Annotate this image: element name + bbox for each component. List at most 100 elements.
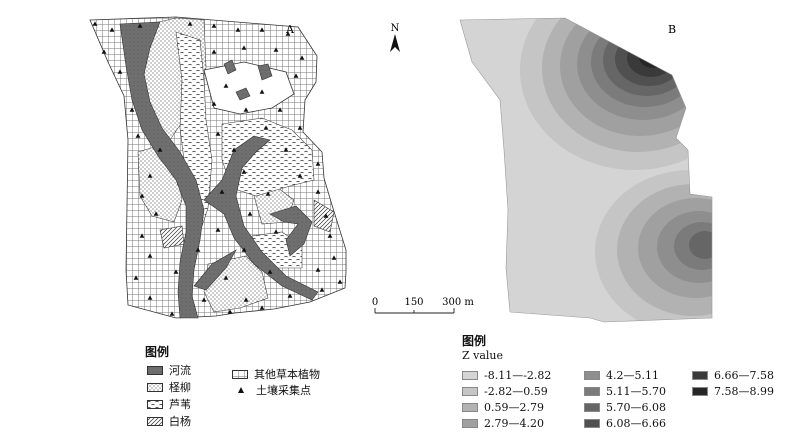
river-branch-east: [203, 135, 319, 301]
legend-b-swatch: [692, 371, 708, 380]
soil-sample-point: [287, 293, 293, 298]
scale-tick-150: 150: [404, 297, 423, 308]
legend-b-label: 6.66—7.58: [714, 369, 774, 382]
soil-sample-point: [231, 147, 237, 152]
legend-b-swatch: [462, 403, 478, 412]
soil-sample-point: [133, 275, 139, 280]
study-area-boundary-b: [459, 17, 713, 323]
legend-b-label: -2.82—0.59: [484, 385, 548, 398]
legend-a-item-sample-point: 土壤采集点: [232, 382, 311, 398]
legend-b-swatch: [584, 403, 600, 412]
legend-b-title: 图例: [462, 334, 487, 348]
legend-b-label: 0.59—2.79: [484, 401, 544, 414]
reed-swatch: [147, 399, 163, 409]
contour-hotspot-southeast: [595, 170, 712, 322]
soil-sample-point: [109, 27, 115, 32]
legend-b-class-5: 5.11—5.70: [584, 385, 666, 398]
soil-sample-point: [331, 255, 337, 260]
legend-b-class-2: 0.59—2.79: [462, 401, 544, 414]
soil-sample-point: [315, 161, 321, 166]
scale-tick-0: 0: [372, 297, 378, 308]
soil-sample-point: [263, 125, 269, 130]
soil-sample-point: [277, 107, 283, 112]
soil-sample-point: [187, 21, 193, 26]
soil-sample-point: [315, 267, 321, 272]
legend-a-item-tamarisk: 柽柳: [147, 379, 191, 395]
soil-sample-point: [235, 27, 241, 32]
soil-sample-point: [267, 269, 273, 274]
soil-sample-point: [259, 89, 265, 94]
river-swatch: [147, 365, 163, 375]
legend-b-label: 5.70—6.08: [606, 401, 666, 414]
soil-sample-point: [227, 309, 233, 314]
soil-sample-point: [195, 247, 201, 252]
soil-sample-point: [211, 101, 217, 106]
soil-sample-point: [139, 233, 145, 238]
soil-sample-point: [92, 21, 98, 26]
panel-label-a: A: [285, 23, 295, 36]
soil-sample-point: [211, 23, 217, 28]
legend-a-label-river: 河流: [169, 364, 191, 377]
legend-a-label-sample-point: 土壤采集点: [256, 384, 311, 397]
scale-tick-300: 300 m: [442, 297, 474, 308]
legend-b-subtitle: Z value: [462, 349, 504, 362]
legend-a-title: 图例: [145, 345, 170, 359]
soil-sample-point: [219, 189, 225, 194]
legend-b-label: 6.08—6.66: [606, 417, 666, 430]
soil-sample-point: [215, 131, 221, 136]
legend-a-item-herb: 其他草本植物: [232, 366, 320, 382]
soil-sample-point: [299, 55, 305, 60]
legend-b-class-8: 6.66—7.58: [692, 369, 774, 382]
soil-sample-point: [243, 297, 249, 302]
legend-b-label: -8.11—-2.82: [484, 369, 552, 382]
herb-swatch: [232, 369, 248, 379]
legend-b-swatch: [462, 387, 478, 396]
soil-sample-point: [273, 229, 279, 234]
soil-sample-point: [241, 247, 247, 252]
legend-a-label-tamarisk: 柽柳: [169, 381, 191, 394]
soil-sample-point: [169, 311, 175, 316]
soil-sample-point: [101, 49, 107, 54]
legend-b-class-6: 5.70—6.08: [584, 401, 666, 414]
soil-sample-point: [319, 287, 325, 292]
soil-sample-point: [135, 133, 141, 138]
scale-bar: 0 150 300 m: [372, 297, 474, 314]
north-arrow-icon: [390, 34, 400, 52]
soil-sample-point: [259, 27, 265, 32]
legend-b-label: 4.2—5.11: [606, 369, 659, 382]
soil-sample-point: [117, 69, 123, 74]
legend-b-label: 5.11—5.70: [606, 385, 666, 398]
soil-sample-point: [327, 233, 333, 238]
poplar-patch-west: [159, 225, 185, 249]
legend-b-swatch: [462, 371, 478, 380]
soil-sample-point: [285, 31, 291, 36]
soil-sample-points: [92, 21, 343, 316]
soil-sample-point: [211, 49, 217, 54]
soil-sample-point: [241, 169, 247, 174]
legend-b-swatch: [584, 387, 600, 396]
tamarisk-swatch: [147, 382, 163, 392]
soil-sample-point: [315, 189, 321, 194]
legend-a-item-river: 河流: [147, 362, 191, 378]
soil-sample-point: [147, 295, 153, 300]
soil-sample-point: [215, 227, 221, 232]
soil-sample-point: [201, 297, 207, 302]
soil-sample-point: [129, 107, 135, 112]
soil-sample-point: [137, 23, 143, 28]
legend-a-label-reed: 芦苇: [169, 398, 191, 411]
legend-b-swatch: [584, 371, 600, 380]
soil-sample-point: [173, 269, 179, 274]
poplar-patch-east: [313, 199, 335, 233]
legend-b-label: 2.79—4.20: [484, 417, 544, 430]
soil-sample-point: [293, 73, 299, 78]
river-main-channel: [119, 21, 205, 319]
poplar-swatch: [147, 416, 163, 426]
legend-b-class-4: 4.2—5.11: [584, 369, 659, 382]
soil-sample-point: [241, 45, 247, 50]
soil-sample-point: [247, 211, 253, 216]
river-ponds-north: [223, 59, 273, 101]
soil-sample-point: [223, 83, 229, 88]
legend-b-swatch: [584, 419, 600, 428]
reed-zone-central: [175, 31, 213, 233]
